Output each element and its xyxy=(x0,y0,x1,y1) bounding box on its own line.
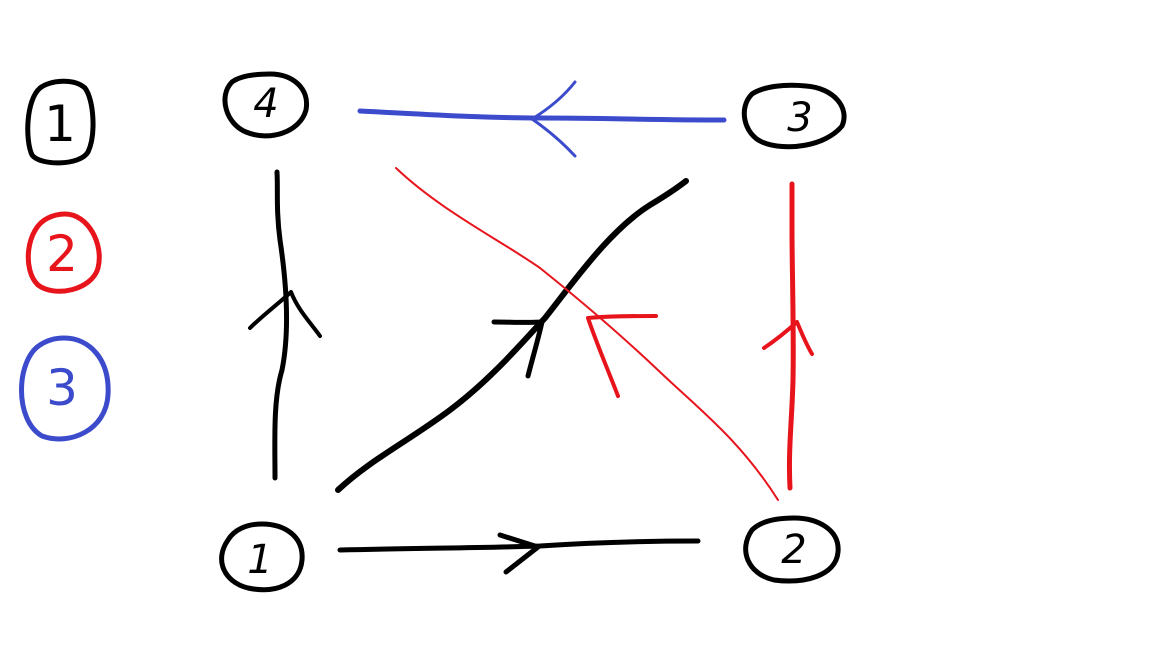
edge-1-4-arrowhead xyxy=(248,290,322,338)
node-2-label: 2 xyxy=(781,527,806,573)
node-2: 2 xyxy=(743,515,841,584)
edge-1-3-line xyxy=(335,178,689,493)
legend-circle-1 xyxy=(25,78,96,166)
node-1: 1 xyxy=(219,521,305,593)
edge-2-3-arrowhead xyxy=(762,320,814,356)
edges xyxy=(248,80,814,575)
legend: 1 2 3 xyxy=(19,78,111,442)
legend-circle-2 xyxy=(25,211,102,294)
edge-1-2-arrowhead xyxy=(497,532,541,575)
nodes: 4 3 1 2 xyxy=(219,71,847,593)
node-4-label: 4 xyxy=(253,81,278,127)
edge-1-3 xyxy=(335,178,689,493)
edge-2-3-line xyxy=(786,181,796,491)
node-3-circle xyxy=(741,82,847,150)
edge-1-4 xyxy=(248,169,322,481)
edge-1-3-arrowhead xyxy=(491,319,545,379)
legend-item-3: 3 xyxy=(19,335,111,442)
edge-3-4-line xyxy=(357,108,727,123)
edge-2-4-line xyxy=(395,167,779,501)
node-4-circle xyxy=(222,71,310,139)
edge-2-4 xyxy=(395,167,779,501)
edge-3-4 xyxy=(357,80,727,158)
node-3-label: 3 xyxy=(787,95,812,141)
node-1-circle xyxy=(219,521,305,593)
legend-circle-3 xyxy=(19,335,111,442)
node-2-circle xyxy=(743,515,841,584)
edge-2-3 xyxy=(762,181,814,491)
edge-2-4-arrowhead xyxy=(586,314,658,398)
legend-label-1: 1 xyxy=(44,95,76,153)
legend-label-2: 2 xyxy=(46,225,78,283)
edge-3-4-arrowhead xyxy=(530,80,577,158)
legend-item-1: 1 xyxy=(25,78,96,166)
edge-1-4-line xyxy=(272,169,289,481)
node-1-label: 1 xyxy=(247,537,272,583)
node-3: 3 xyxy=(741,82,847,150)
legend-label-3: 3 xyxy=(46,359,78,417)
edge-1-2 xyxy=(337,532,701,575)
node-4: 4 xyxy=(222,71,310,139)
legend-item-2: 2 xyxy=(25,211,102,294)
